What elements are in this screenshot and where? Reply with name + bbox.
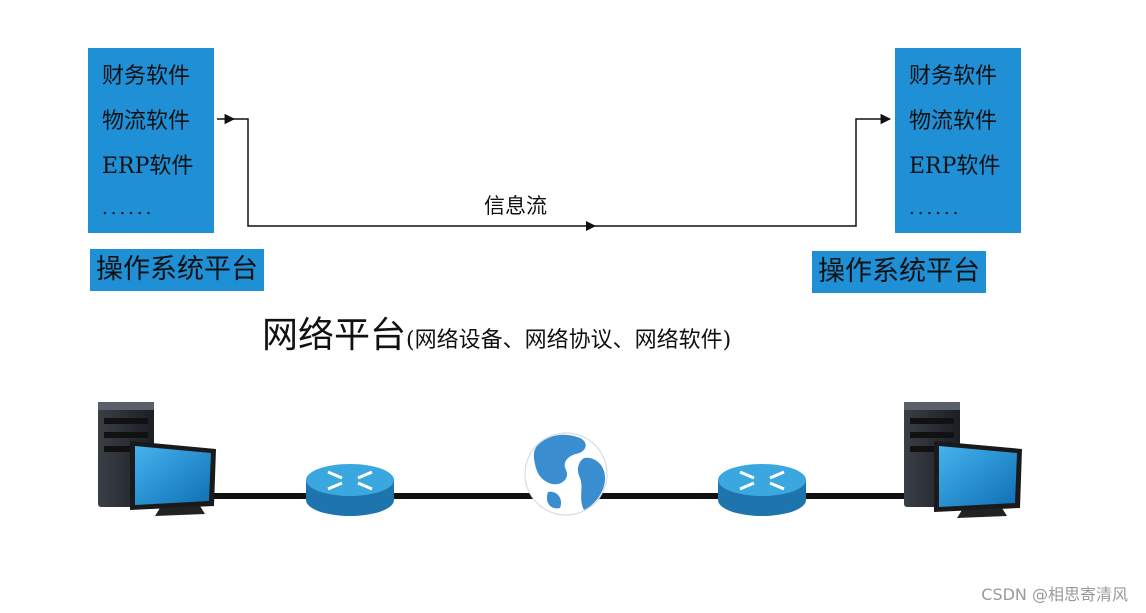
info-flow-arrow [217,113,892,231]
right-app-erp: ERP软件 [909,154,1001,179]
right-app-box: 财务软件 物流软件 ERP软件 ...... [895,48,1021,233]
router-left-icon [306,464,394,516]
left-app-more: ...... [102,198,155,219]
watermark: CSDN @相思寄清风 [981,585,1128,604]
router-right-icon [718,464,806,516]
server-left-icon [98,402,216,516]
right-os-label: 操作系统平台 [812,251,986,293]
left-app-erp: ERP软件 [102,154,194,179]
right-app-more: ...... [909,198,962,219]
server-right-icon [904,402,1022,518]
left-app-logistics: 物流软件 [102,109,191,134]
right-app-logistics: 物流软件 [909,109,998,134]
left-app-box: 财务软件 物流软件 ERP软件 ...... [88,48,214,233]
left-os-label: 操作系统平台 [90,249,264,291]
globe-icon [524,432,608,516]
right-app-finance: 财务软件 [909,64,998,89]
info-flow-label: 信息流 [484,194,547,218]
network-platform-title: 网络平台(网络设备、网络协议、网络软件) [262,306,731,358]
network-subtitle: (网络设备、网络协议、网络软件) [406,328,732,353]
left-app-finance: 财务软件 [102,64,191,89]
network-title: 网络平台 [262,315,407,356]
